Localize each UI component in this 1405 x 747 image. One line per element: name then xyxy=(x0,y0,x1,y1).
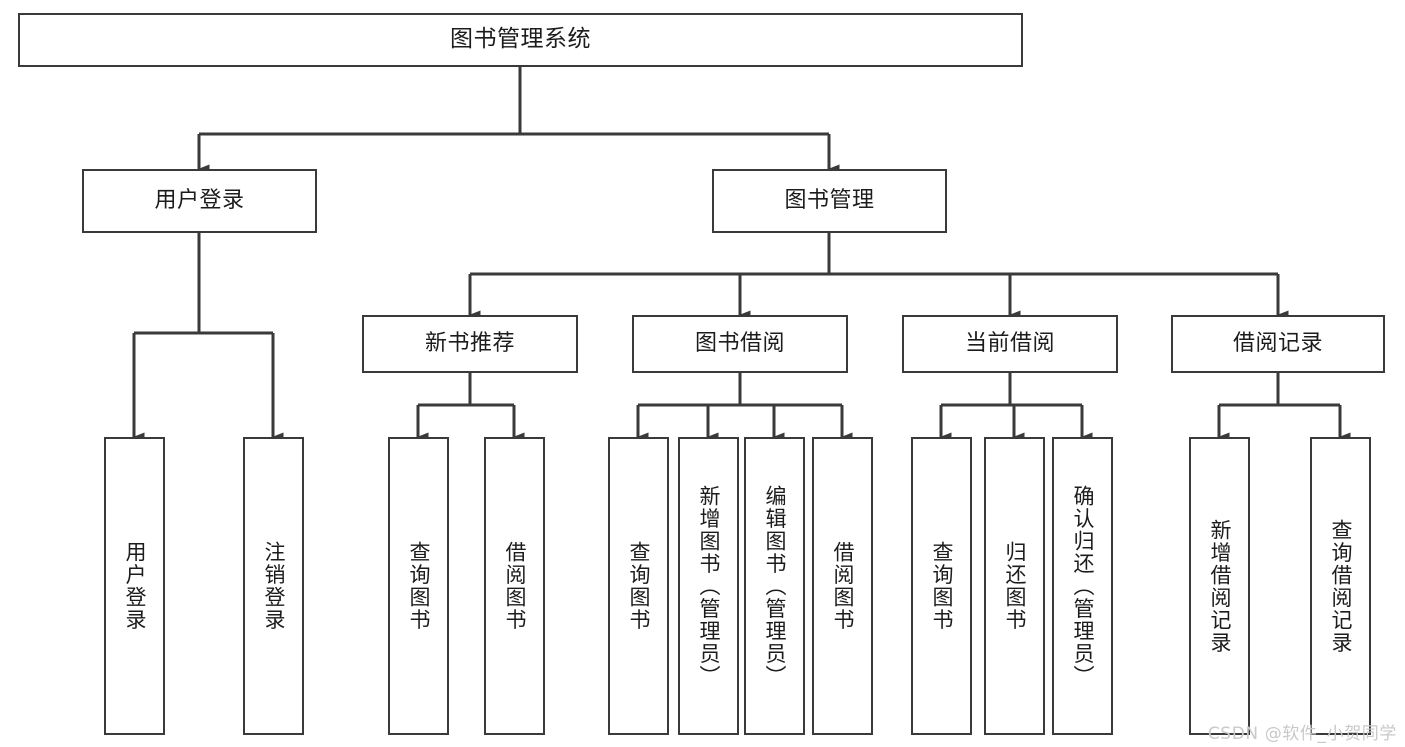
node-label: 新书推荐 xyxy=(424,331,515,357)
node-root-system[interactable]: 图书管理系统 xyxy=(18,13,1023,67)
node-level2-1[interactable]: 图书管理 xyxy=(712,169,947,233)
node-label: 编辑图书（管理员） xyxy=(763,484,787,688)
node-label: 借阅图书 xyxy=(503,541,527,631)
node-level3-3[interactable]: 借阅记录 xyxy=(1171,315,1385,373)
node-leaf-10[interactable]: 确认归还（管理员） xyxy=(1052,437,1113,735)
node-leaf-6[interactable]: 编辑图书（管理员） xyxy=(744,437,805,735)
node-leaf-3[interactable]: 借阅图书 xyxy=(484,437,545,735)
node-label: 借阅记录 xyxy=(1232,331,1323,357)
node-label: 归还图书 xyxy=(1003,541,1027,631)
node-label: 当前借阅 xyxy=(964,331,1055,357)
node-label: 图书借阅 xyxy=(694,331,785,357)
node-level3-2[interactable]: 当前借阅 xyxy=(902,315,1118,373)
node-label: 确认归还（管理员） xyxy=(1071,484,1095,688)
node-label: 用户登录 xyxy=(123,541,147,631)
node-leaf-4[interactable]: 查询图书 xyxy=(608,437,669,735)
node-label: 新增借阅记录 xyxy=(1208,518,1232,654)
node-label: 新增图书（管理员） xyxy=(697,484,721,688)
node-leaf-11[interactable]: 新增借阅记录 xyxy=(1189,437,1250,735)
node-label: 借阅图书 xyxy=(831,541,855,631)
node-label: 查询图书 xyxy=(930,541,954,631)
node-level3-1[interactable]: 图书借阅 xyxy=(632,315,848,373)
node-label: 查询借阅记录 xyxy=(1329,518,1353,654)
node-leaf-9[interactable]: 归还图书 xyxy=(984,437,1045,735)
node-leaf-0[interactable]: 用户登录 xyxy=(104,437,165,735)
node-label: 图书管理 xyxy=(784,188,875,214)
node-leaf-1[interactable]: 注销登录 xyxy=(243,437,304,735)
node-leaf-5[interactable]: 新增图书（管理员） xyxy=(678,437,739,735)
node-label: 注销登录 xyxy=(262,541,286,631)
node-label: 查询图书 xyxy=(627,541,651,631)
node-label: 图书管理系统 xyxy=(450,26,591,53)
node-leaf-12[interactable]: 查询借阅记录 xyxy=(1310,437,1371,735)
node-level3-0[interactable]: 新书推荐 xyxy=(362,315,578,373)
edges-group xyxy=(132,67,1351,442)
node-label: 查询图书 xyxy=(407,541,431,631)
node-label: 用户登录 xyxy=(154,188,245,214)
node-leaf-8[interactable]: 查询图书 xyxy=(911,437,972,735)
node-level2-0[interactable]: 用户登录 xyxy=(82,169,317,233)
node-leaf-7[interactable]: 借阅图书 xyxy=(812,437,873,735)
node-leaf-2[interactable]: 查询图书 xyxy=(388,437,449,735)
